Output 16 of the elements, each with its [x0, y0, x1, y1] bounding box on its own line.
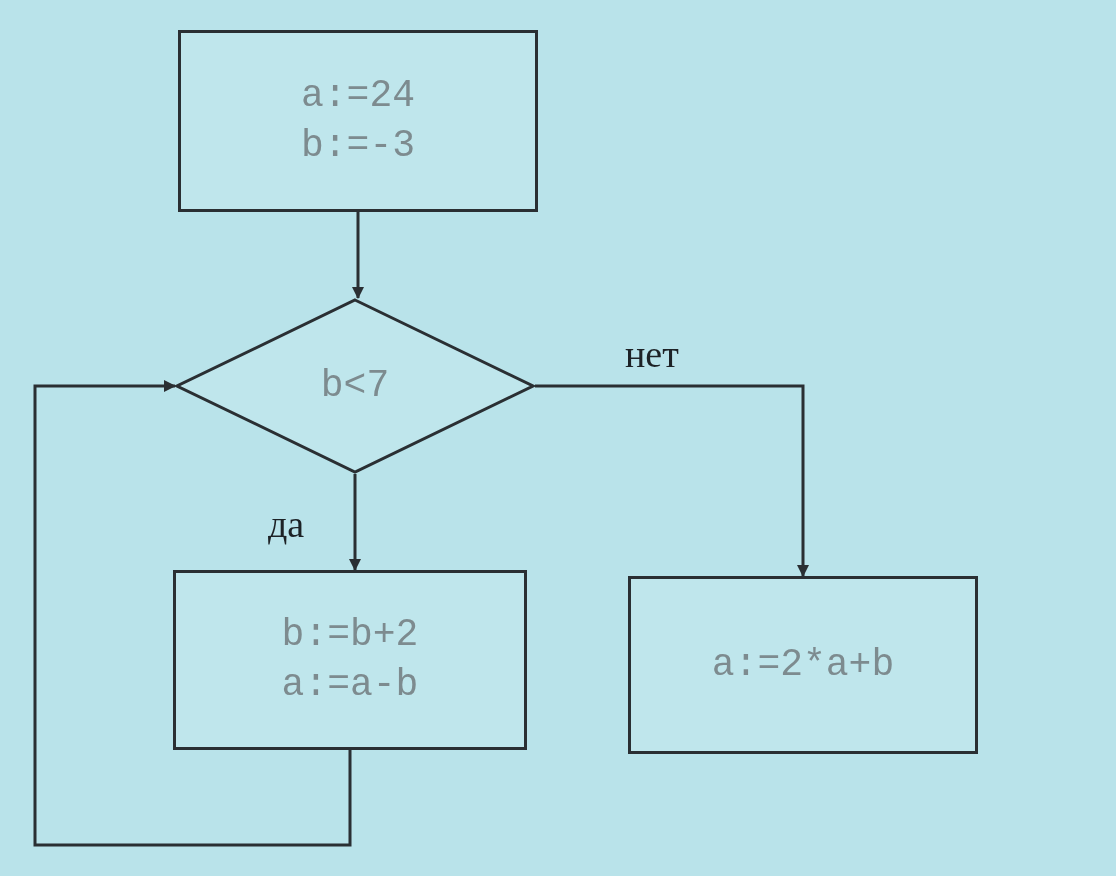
decision-diamond [175, 298, 535, 474]
edge-label: да [268, 505, 305, 543]
edge-label: нет [625, 335, 679, 373]
code-text: a:=a-b [281, 666, 419, 704]
code-text: b:=-3 [301, 127, 415, 165]
process-box [178, 30, 538, 212]
code-text: a:=24 [301, 77, 415, 115]
process-box [173, 570, 527, 750]
code-text: a:=2*a+b [711, 646, 895, 684]
process-box [628, 576, 978, 754]
arrow [349, 474, 361, 571]
arrow [352, 212, 364, 299]
arrow [33, 380, 352, 847]
arrow [535, 384, 809, 577]
code-text: b<7 [320, 367, 390, 405]
code-text: b:=b+2 [281, 616, 419, 654]
